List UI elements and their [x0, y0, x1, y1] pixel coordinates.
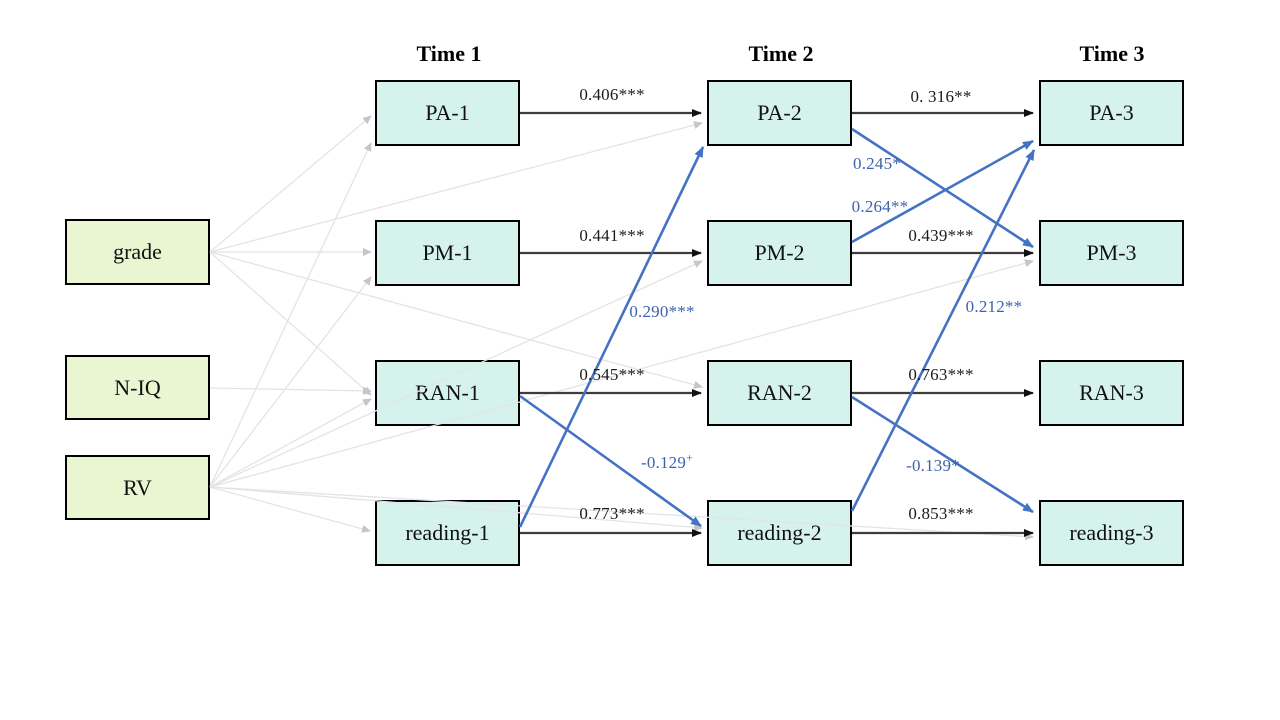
- coefficient-value: 0.245*: [853, 154, 901, 173]
- edge-grade-to-ran1: [209, 251, 372, 396]
- coefficient-value: 0.763***: [908, 365, 974, 384]
- header-time2: Time 2: [748, 41, 814, 66]
- edge-label-pa1-to-pa2: 0.406***: [579, 85, 644, 105]
- node-ran1: RAN-1: [375, 360, 520, 426]
- edge-grade-to-pa1: [209, 115, 372, 253]
- node-label: PA-1: [425, 100, 470, 125]
- node-pm1: PM-1: [375, 220, 520, 286]
- node-label: reading-2: [737, 520, 822, 545]
- edge-rv-to-pm1: [209, 276, 372, 488]
- edge-niq-to-ran1: [209, 386, 372, 395]
- significance-marker: +: [686, 450, 694, 465]
- edge-label-reading2-to-reading3: 0.853***: [908, 504, 973, 524]
- node-label: PM-2: [754, 240, 805, 265]
- node-label: PM-1: [422, 240, 473, 265]
- edge-rv-to-reading1: [209, 486, 371, 533]
- node-label: PA-3: [1089, 100, 1134, 125]
- node-pm3: PM-3: [1039, 220, 1184, 286]
- coefficient-value: 0.853***: [908, 504, 974, 523]
- node-label: RAN-1: [415, 380, 480, 405]
- coefficient-value: 0.773***: [579, 504, 645, 523]
- node-grade: grade: [65, 219, 210, 285]
- node-pa1: PA-1: [375, 80, 520, 146]
- node-pa3: PA-3: [1039, 80, 1184, 146]
- coefficient-value: -0.139*: [906, 456, 960, 475]
- edge-label-reading1-to-pa2: 0.290***: [629, 302, 694, 322]
- node-label: grade: [113, 239, 162, 264]
- coefficient-value: 0.290***: [629, 302, 695, 321]
- node-rv: RV: [65, 455, 210, 520]
- node-reading2: reading-2: [707, 500, 852, 566]
- coefficient-value: 0.439***: [908, 226, 974, 245]
- node-pm2: PM-2: [707, 220, 852, 286]
- edge-label-ran1-to-reading2: -0.129+: [640, 450, 694, 473]
- edge-label-reading2-to-pa3: 0.212**: [966, 297, 1023, 317]
- node-label: PA-2: [757, 100, 802, 125]
- edge-label-pa2-to-pa3: 0. 316**: [910, 87, 971, 107]
- edge-label-pm2-to-pa3: 0.264**: [852, 197, 909, 217]
- coefficient-value: -0.129: [640, 453, 687, 472]
- coefficient-value: 0.264**: [851, 197, 909, 216]
- coefficient-value: 0.545***: [579, 365, 645, 384]
- header-time3: Time 3: [1079, 41, 1145, 66]
- node-label: reading-3: [1069, 520, 1154, 545]
- node-label: N-IQ: [114, 374, 161, 400]
- node-reading1: reading-1: [375, 500, 520, 566]
- edge-ran2-to-reading3: [851, 395, 1034, 514]
- node-reading3: reading-3: [1039, 500, 1184, 566]
- edge-label-pa2-to-pm3: 0.245*: [853, 154, 901, 174]
- node-label: reading-1: [405, 520, 490, 545]
- header-time1: Time 1: [416, 41, 482, 66]
- node-label: RAN-3: [1079, 380, 1144, 405]
- edge-label-ran2-to-ran3: 0.763***: [908, 365, 973, 385]
- coefficient-value: 0.212**: [965, 297, 1023, 316]
- coefficient-value: 0.441***: [579, 226, 645, 245]
- edge-label-ran2-to-reading3: -0.139*: [906, 456, 960, 476]
- node-label: RV: [123, 474, 152, 500]
- edge-label-ran1-to-ran2: 0.545***: [579, 365, 644, 385]
- coefficient-value: 0. 316**: [910, 87, 972, 106]
- coefficient-value: 0.406***: [579, 85, 645, 104]
- node-ran3: RAN-3: [1039, 360, 1184, 426]
- node-ran2: RAN-2: [707, 360, 852, 426]
- edge-rv-to-pa1: [209, 142, 372, 488]
- edge-rv-to-ran1: [209, 398, 372, 488]
- node-label: PM-3: [1086, 240, 1137, 265]
- node-pa2: PA-2: [707, 80, 852, 146]
- edge-label-reading1-to-reading2: 0.773***: [579, 504, 644, 524]
- node-niq: N-IQ: [65, 355, 210, 420]
- edge-label-pm1-to-pm2: 0.441***: [579, 226, 644, 246]
- edge-label-pm2-to-pm3: 0.439***: [908, 226, 973, 246]
- node-label: RAN-2: [747, 380, 812, 405]
